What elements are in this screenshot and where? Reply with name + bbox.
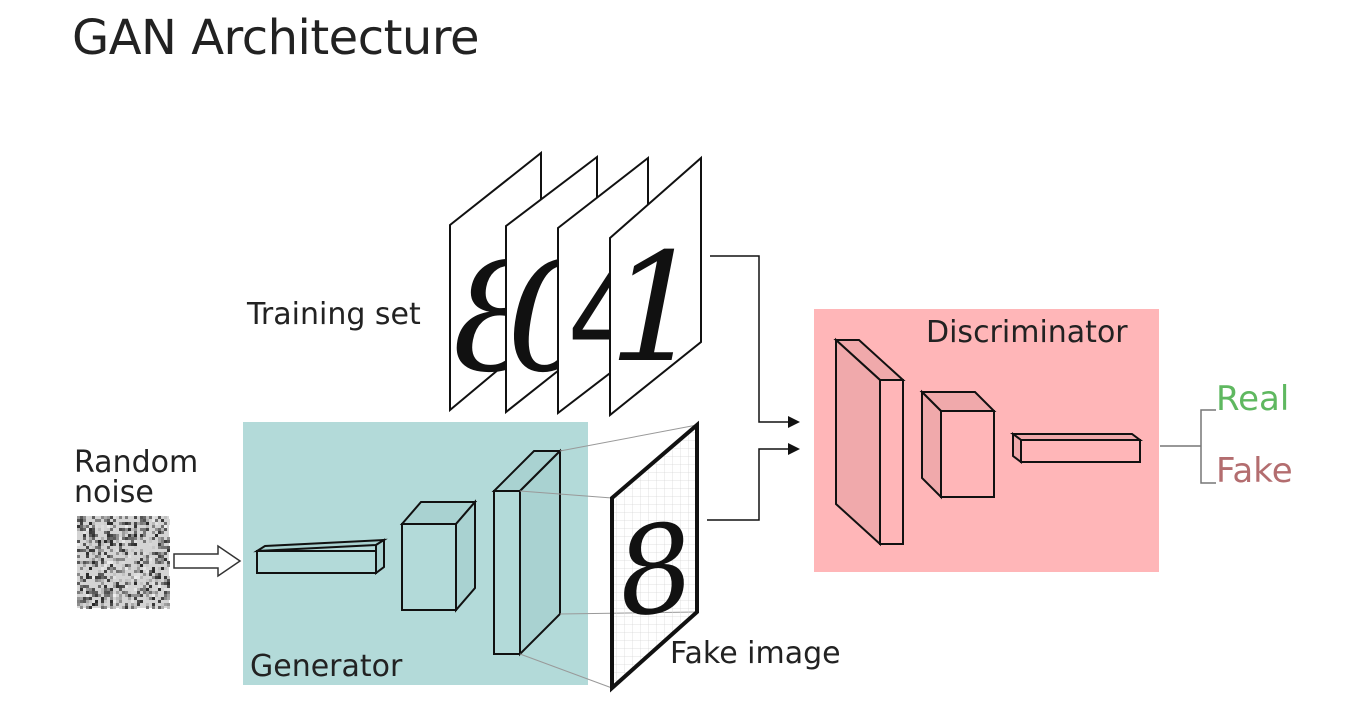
output-bracket — [1160, 409, 1216, 484]
output-real-label: Real — [1216, 379, 1289, 419]
generator-layer-2 — [399, 499, 478, 613]
discriminator-label: Discriminator — [926, 315, 1128, 350]
training-to-discriminator-arrow — [710, 255, 800, 428]
noise-input-arrow — [173, 544, 242, 578]
random-noise-image — [77, 516, 170, 609]
training-set-label: Training set — [246, 297, 421, 332]
random-noise-label-line1: Random — [74, 445, 198, 480]
discriminator-layer-1 — [833, 337, 906, 547]
training-digit-4: 1 — [608, 222, 703, 396]
fake-image-label: Fake image — [670, 636, 841, 671]
generator-layer-3 — [491, 448, 563, 657]
generator-layer-1 — [253, 538, 388, 575]
discriminator-layer-2 — [919, 389, 997, 500]
training-set-images: 8 0 4 1 — [449, 150, 704, 418]
fake-image: 8 — [608, 420, 703, 693]
generator-label: Generator — [250, 649, 403, 684]
slide-title: GAN Architecture — [72, 10, 480, 66]
discriminator-layer-3 — [1010, 432, 1143, 464]
random-noise-label-line2: noise — [74, 475, 154, 510]
training-image-4: 1 — [608, 155, 704, 418]
output-fake-label: Fake — [1216, 451, 1293, 491]
fake-to-discriminator-arrow — [707, 443, 800, 521]
